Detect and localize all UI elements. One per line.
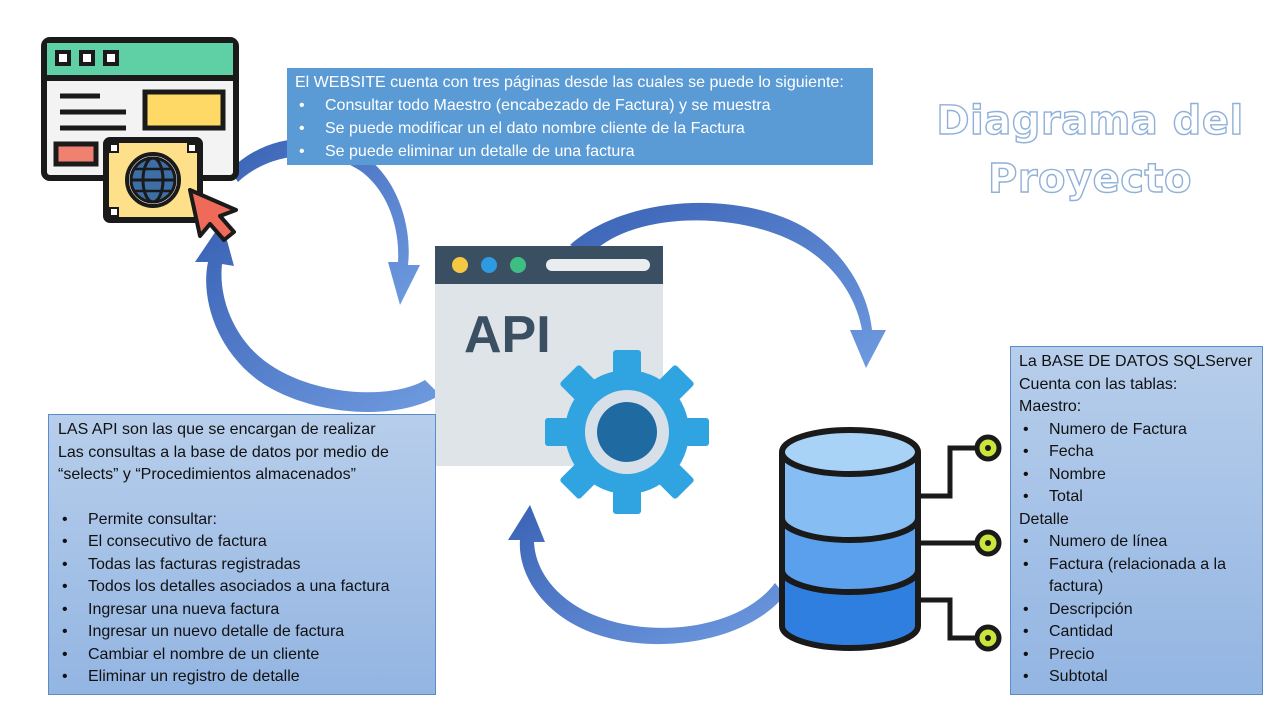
api-box-line-2: Las consultas a la base de datos por med… [58,443,389,461]
api-box-line-3: “selects” y “Procedimientos almacenados” [58,466,356,483]
gear-icon [545,350,709,514]
list-item: Todas las facturas registradas [58,554,426,577]
database-icon [779,427,921,651]
globe-icon [103,137,203,223]
arrow-api-to-database [570,202,886,368]
detalle-fields-list: Numero de línea Factura (relacionada a l… [1019,531,1254,689]
website-box-heading: El WEBSITE cuenta con tres páginas desde… [295,74,844,91]
website-icon [41,37,239,181]
list-item: Numero de Factura [1019,419,1254,442]
list-item: Ingresar un nuevo detalle de factura [58,621,426,644]
arrow-api-to-website [195,222,440,412]
list-item: Subtotal [1019,666,1254,689]
list-item: Cantidad [1019,621,1254,644]
list-item: Numero de línea [1019,531,1254,554]
list-item: Fecha [1019,441,1254,464]
database-description-box: La BASE DE DATOS SQLServer Cuenta con la… [1010,346,1263,695]
list-item: Factura (relacionada a la factura) [1019,554,1254,599]
list-item: Todos los detalles asociados a una factu… [58,576,426,599]
list-item: Descripción [1019,599,1254,622]
api-box-line-1: LAS API son las que se encargan de reali… [58,421,376,438]
list-item: Ingresar una nueva factura [58,599,426,622]
arrow-database-to-api [508,505,785,645]
title-line-2: Proyecto [987,155,1193,202]
list-item: Eliminar un registro de detalle [58,666,426,689]
arrow-website-to-api [230,138,420,305]
diagram-title: Diagrama del Proyecto [930,92,1250,208]
database-connectors [918,445,975,641]
db-box-line-1: La BASE DE DATOS SQLServer [1019,353,1253,370]
list-item: Precio [1019,644,1254,667]
list-item: Se puede modificar un el dato nombre cli… [295,117,865,140]
detalle-label: Detalle [1019,510,1069,528]
list-item: Consultar todo Maestro (encabezado de Fa… [295,94,865,117]
db-box-line-2: Cuenta con las tablas: [1019,375,1178,393]
website-description-box: El WEBSITE cuenta con tres páginas desde… [287,68,873,165]
list-item: Total [1019,486,1254,509]
list-item: Cambiar el nombre de un cliente [58,644,426,667]
maestro-label: Maestro: [1019,398,1082,415]
connector-nodes [974,434,1002,652]
api-label: API [464,306,551,364]
list-item: El consecutivo de factura [58,531,426,554]
list-item: Nombre [1019,464,1254,487]
list-item: Se puede eliminar un detalle de una fact… [295,140,865,163]
api-description-box: LAS API son las que se encargan de reali… [48,414,436,695]
api-features-list: Permite consultar: El consecutivo de fac… [58,509,426,689]
cursor-icon [188,188,238,242]
title-line-1: Diagrama del [936,97,1244,144]
maestro-fields-list: Numero de Factura Fecha Nombre Total [1019,419,1254,509]
website-features-list: Consultar todo Maestro (encabezado de Fa… [295,94,865,163]
list-item: Permite consultar: [58,509,426,532]
